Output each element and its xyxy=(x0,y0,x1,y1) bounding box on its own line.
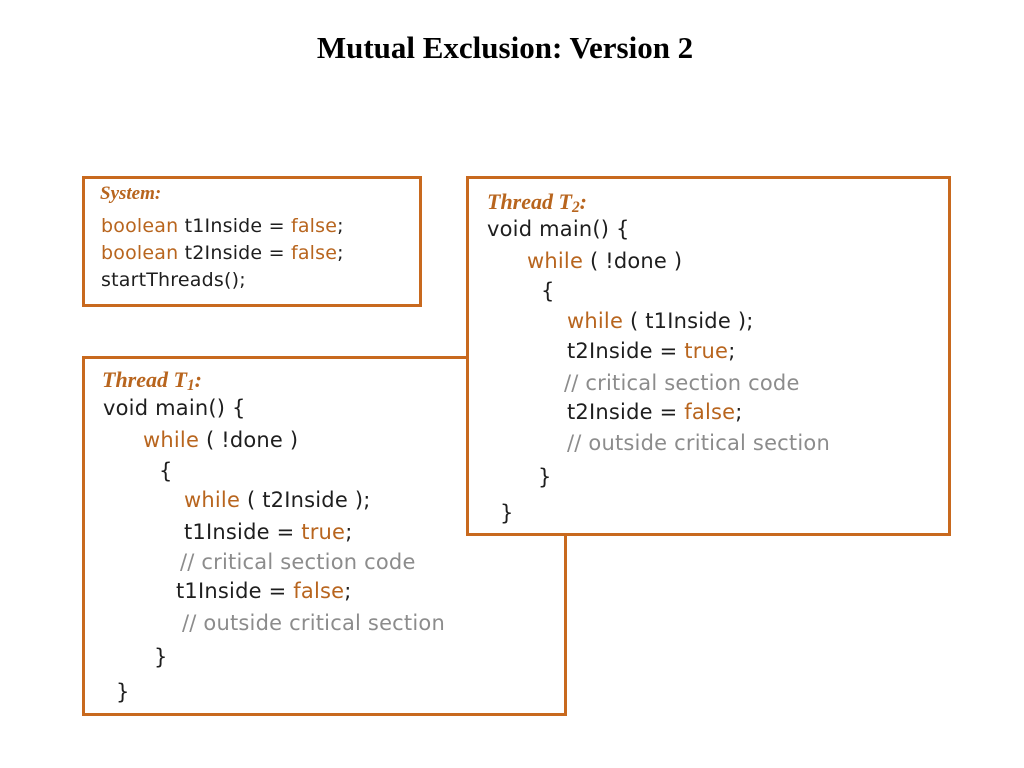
thread-t1-label: Thread T1: xyxy=(102,367,202,394)
code-value: false xyxy=(290,215,338,237)
code-text: ; xyxy=(337,215,344,237)
t2-close-outer: } xyxy=(500,501,514,525)
code-value: false xyxy=(290,242,338,264)
t1-reset-flag: t1Inside = false; xyxy=(176,579,352,603)
code-keyword: boolean xyxy=(101,215,179,237)
t1-critical-comment: // critical section code xyxy=(180,550,416,574)
system-line-2: boolean t2Inside = false; xyxy=(101,242,344,264)
t1-outside-comment: // outside critical section xyxy=(182,611,445,635)
code-keyword: boolean xyxy=(101,242,179,264)
t1-close-outer: } xyxy=(116,680,130,704)
thread-t2-label: Thread T2: xyxy=(487,189,587,216)
t1-main-decl: void main() { xyxy=(103,396,246,420)
t1-open-brace: { xyxy=(159,459,173,483)
t1-busy-wait: while ( t2Inside ); xyxy=(184,488,371,512)
thread-t2-code-box: Thread T2: void main() { while ( !done )… xyxy=(466,176,951,536)
t2-set-flag: t2Inside = true; xyxy=(567,339,736,363)
code-text: t2Inside = xyxy=(178,242,291,264)
code-text: ; xyxy=(337,242,344,264)
system-label: System: xyxy=(100,183,162,204)
t1-close-inner: } xyxy=(154,645,168,669)
t2-critical-comment: // critical section code xyxy=(564,371,800,395)
t2-main-decl: void main() { xyxy=(487,217,630,241)
t2-while-loop: while ( !done ) xyxy=(527,249,683,273)
t1-while-loop: while ( !done ) xyxy=(143,428,299,452)
system-code-box: System: boolean t1Inside = false; boolea… xyxy=(82,176,422,307)
t2-open-brace: { xyxy=(541,279,555,303)
system-line-1: boolean t1Inside = false; xyxy=(101,215,344,237)
slide-title: Mutual Exclusion: Version 2 xyxy=(316,30,694,65)
t1-set-flag: t1Inside = true; xyxy=(184,520,353,544)
system-line-3: startThreads(); xyxy=(101,269,246,291)
t2-close-inner: } xyxy=(538,465,552,489)
code-text: t1Inside = xyxy=(178,215,291,237)
t2-reset-flag: t2Inside = false; xyxy=(567,400,743,424)
t2-outside-comment: // outside critical section xyxy=(567,431,830,455)
t2-busy-wait: while ( t1Inside ); xyxy=(567,309,754,333)
